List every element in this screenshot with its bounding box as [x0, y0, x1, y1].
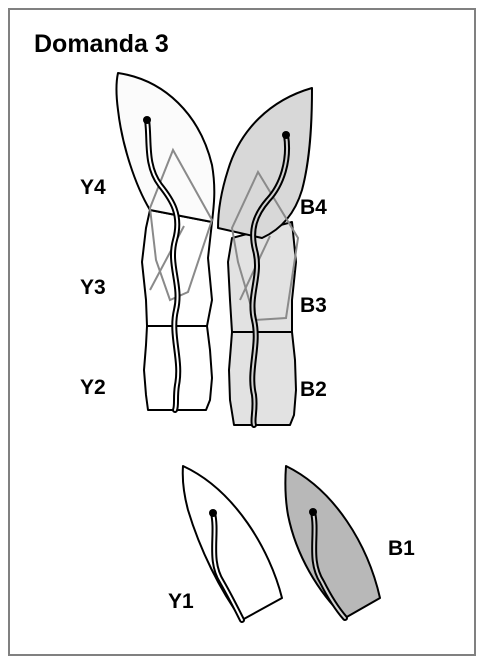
label-b4: B4 [300, 196, 327, 220]
label-y2: Y2 [80, 376, 106, 400]
vein-b-tip [282, 131, 290, 139]
y1-leaf [183, 466, 282, 620]
label-b1: B1 [388, 537, 415, 561]
label-y4: Y4 [80, 176, 106, 200]
label-b2: B2 [300, 378, 327, 402]
label-b3: B3 [300, 294, 327, 318]
figure-title: Domanda 3 [34, 30, 169, 59]
segment-b1 [285, 466, 380, 618]
label-y3: Y3 [80, 276, 106, 300]
vein-y-tip [143, 116, 151, 124]
vein-b1-tip [309, 508, 317, 516]
y-leaf-stack [117, 73, 215, 410]
segment-b2 [229, 332, 296, 425]
vein-y1-tip [209, 509, 217, 517]
label-y1: Y1 [168, 590, 194, 614]
segment-b4 [218, 88, 312, 238]
b1-leaf [285, 466, 380, 618]
b-leaf-stack [218, 88, 312, 425]
